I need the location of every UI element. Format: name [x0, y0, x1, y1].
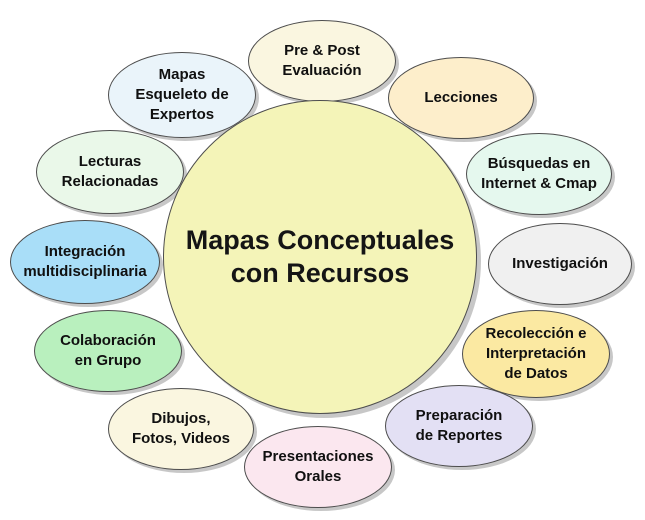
node-label: Recolección e Interpretación de Datos — [485, 325, 587, 382]
node-recoleccion-datos: Recolección e Interpretación de Datos — [462, 310, 610, 398]
node-label: Lecciones — [424, 89, 498, 106]
node-pre-post-evaluacion: Pre & Post Evaluación — [248, 20, 396, 102]
node-dibujos-fotos-videos: Dibujos, Fotos, Videos — [108, 388, 254, 470]
node-label: Pre & Post Evaluación — [282, 42, 362, 79]
node-presentaciones-orales: Presentaciones Orales — [244, 426, 392, 508]
node-mapas-esqueleto-expertos: Mapas Esqueleto de Expertos — [108, 52, 256, 138]
node-integracion-multidisciplinaria: Integración multidisciplinaria — [10, 220, 160, 304]
node-label: Integración multidisciplinaria — [23, 243, 147, 280]
node-busquedas-internet-cmap: Búsquedas en Internet & Cmap — [466, 133, 612, 215]
node-colaboracion-grupo: Colaboración en Grupo — [34, 310, 182, 392]
node-preparacion-reportes: Preparación de Reportes — [385, 385, 533, 467]
node-lecturas-relacionadas: Lecturas Relacionadas — [36, 130, 184, 214]
node-lecciones: Lecciones — [388, 57, 534, 139]
node-label: Colaboración en Grupo — [60, 332, 156, 369]
node-label: Presentaciones Orales — [262, 448, 374, 485]
node-label: Dibujos, Fotos, Videos — [131, 410, 231, 447]
central-concept-label: Mapas Conceptuales con Recursos — [185, 225, 455, 288]
node-label: Mapas Esqueleto de Expertos — [135, 66, 229, 123]
node-label: Lecturas Relacionadas — [61, 153, 159, 190]
node-label: Preparación de Reportes — [415, 407, 503, 444]
central-concept: Mapas Conceptuales con Recursos — [163, 100, 477, 414]
node-label: Búsquedas en Internet & Cmap — [481, 155, 597, 192]
node-investigacion: Investigación — [488, 223, 632, 305]
node-label: Investigación — [512, 255, 608, 272]
